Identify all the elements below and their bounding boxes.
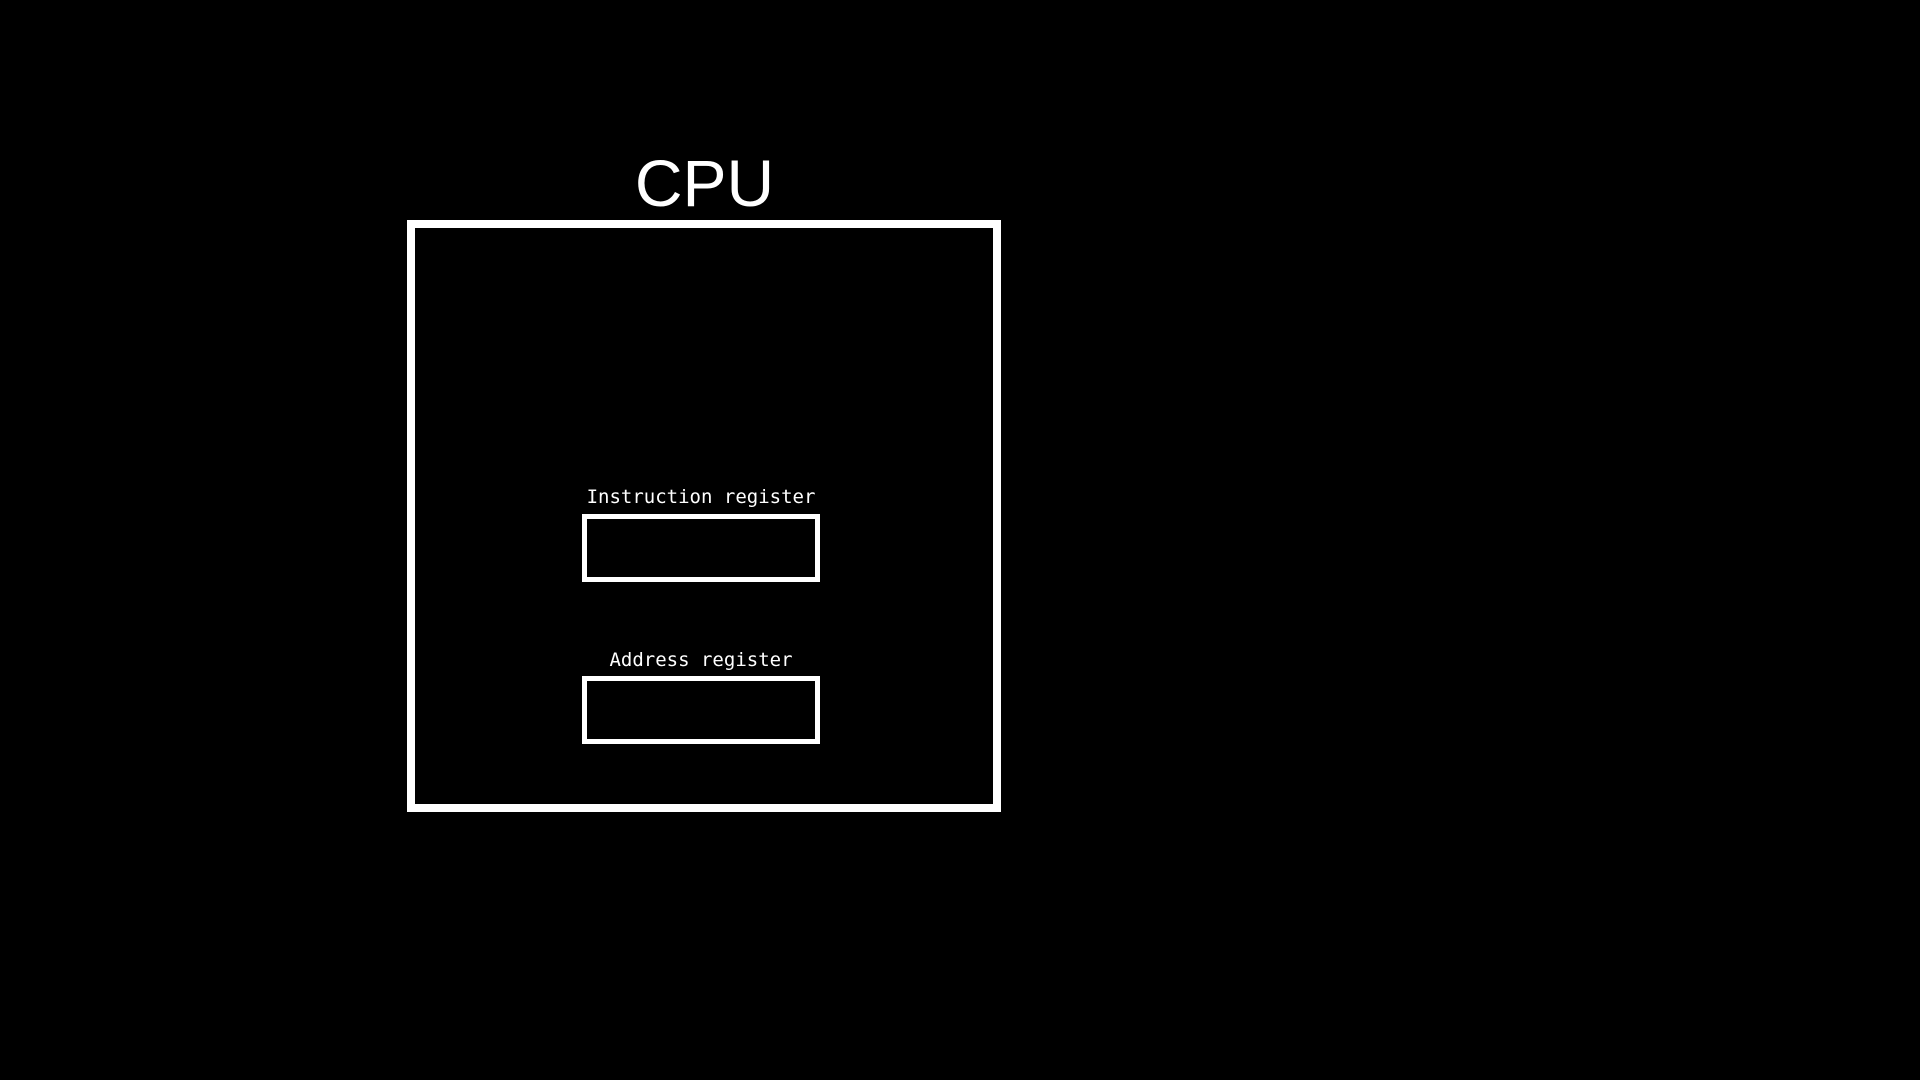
address-register-label: Address register [609, 649, 793, 671]
instruction-register-box [582, 514, 820, 582]
cpu-title: CPU [634, 146, 775, 220]
cpu-box [407, 220, 1001, 812]
instruction-register-label: Instruction register [586, 486, 816, 508]
address-register-box [582, 676, 820, 744]
